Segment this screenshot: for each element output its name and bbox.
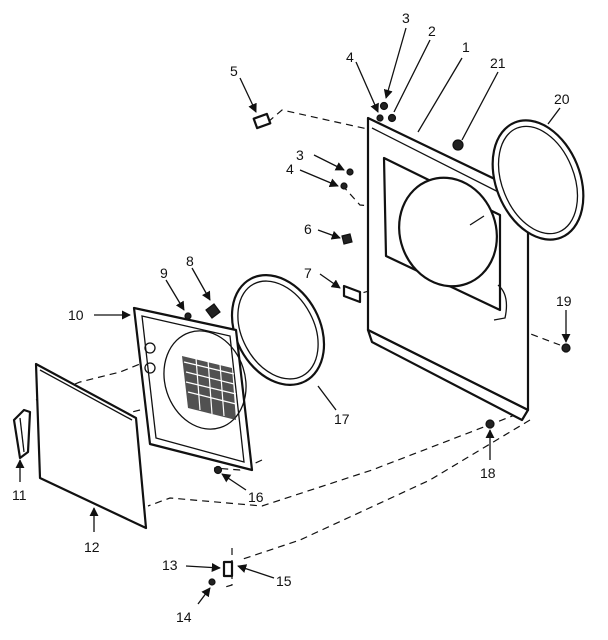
callout-3: 3 xyxy=(296,147,304,163)
callout-14: 14 xyxy=(176,609,192,625)
front-panel xyxy=(366,116,530,422)
callout-7: 7 xyxy=(304,265,312,281)
callout-15: 15 xyxy=(276,573,292,589)
callout-20: 20 xyxy=(554,91,570,107)
leader-lines xyxy=(15,27,571,605)
callout-1: 1 xyxy=(462,39,470,55)
callout-19: 19 xyxy=(556,293,572,309)
callout-4: 4 xyxy=(346,49,354,65)
callout-16: 16 xyxy=(248,489,264,505)
callout-6: 6 xyxy=(304,221,312,237)
door-handle xyxy=(12,408,32,460)
door-gasket-ring xyxy=(230,274,326,386)
hardware-parts xyxy=(184,101,571,586)
callout-8: 8 xyxy=(186,253,194,269)
callout-2: 2 xyxy=(428,23,436,39)
callout-11: 11 xyxy=(12,487,27,503)
callout-labels: 1 2 3 3 4 4 5 6 7 8 9 10 11 12 13 14 15 … xyxy=(12,10,572,625)
callout-3: 3 xyxy=(402,10,410,26)
callout-18: 18 xyxy=(480,465,496,481)
callout-21: 21 xyxy=(490,55,506,71)
callout-9: 9 xyxy=(160,265,168,281)
callout-10: 10 xyxy=(68,307,84,323)
callout-4: 4 xyxy=(286,161,294,177)
callout-5: 5 xyxy=(230,63,238,79)
callout-12: 12 xyxy=(84,539,100,555)
callout-17: 17 xyxy=(334,411,350,427)
inner-door-frame xyxy=(132,306,254,472)
outer-door-panel xyxy=(34,362,148,530)
callout-13: 13 xyxy=(162,557,178,573)
door-seal-ring xyxy=(491,119,585,241)
